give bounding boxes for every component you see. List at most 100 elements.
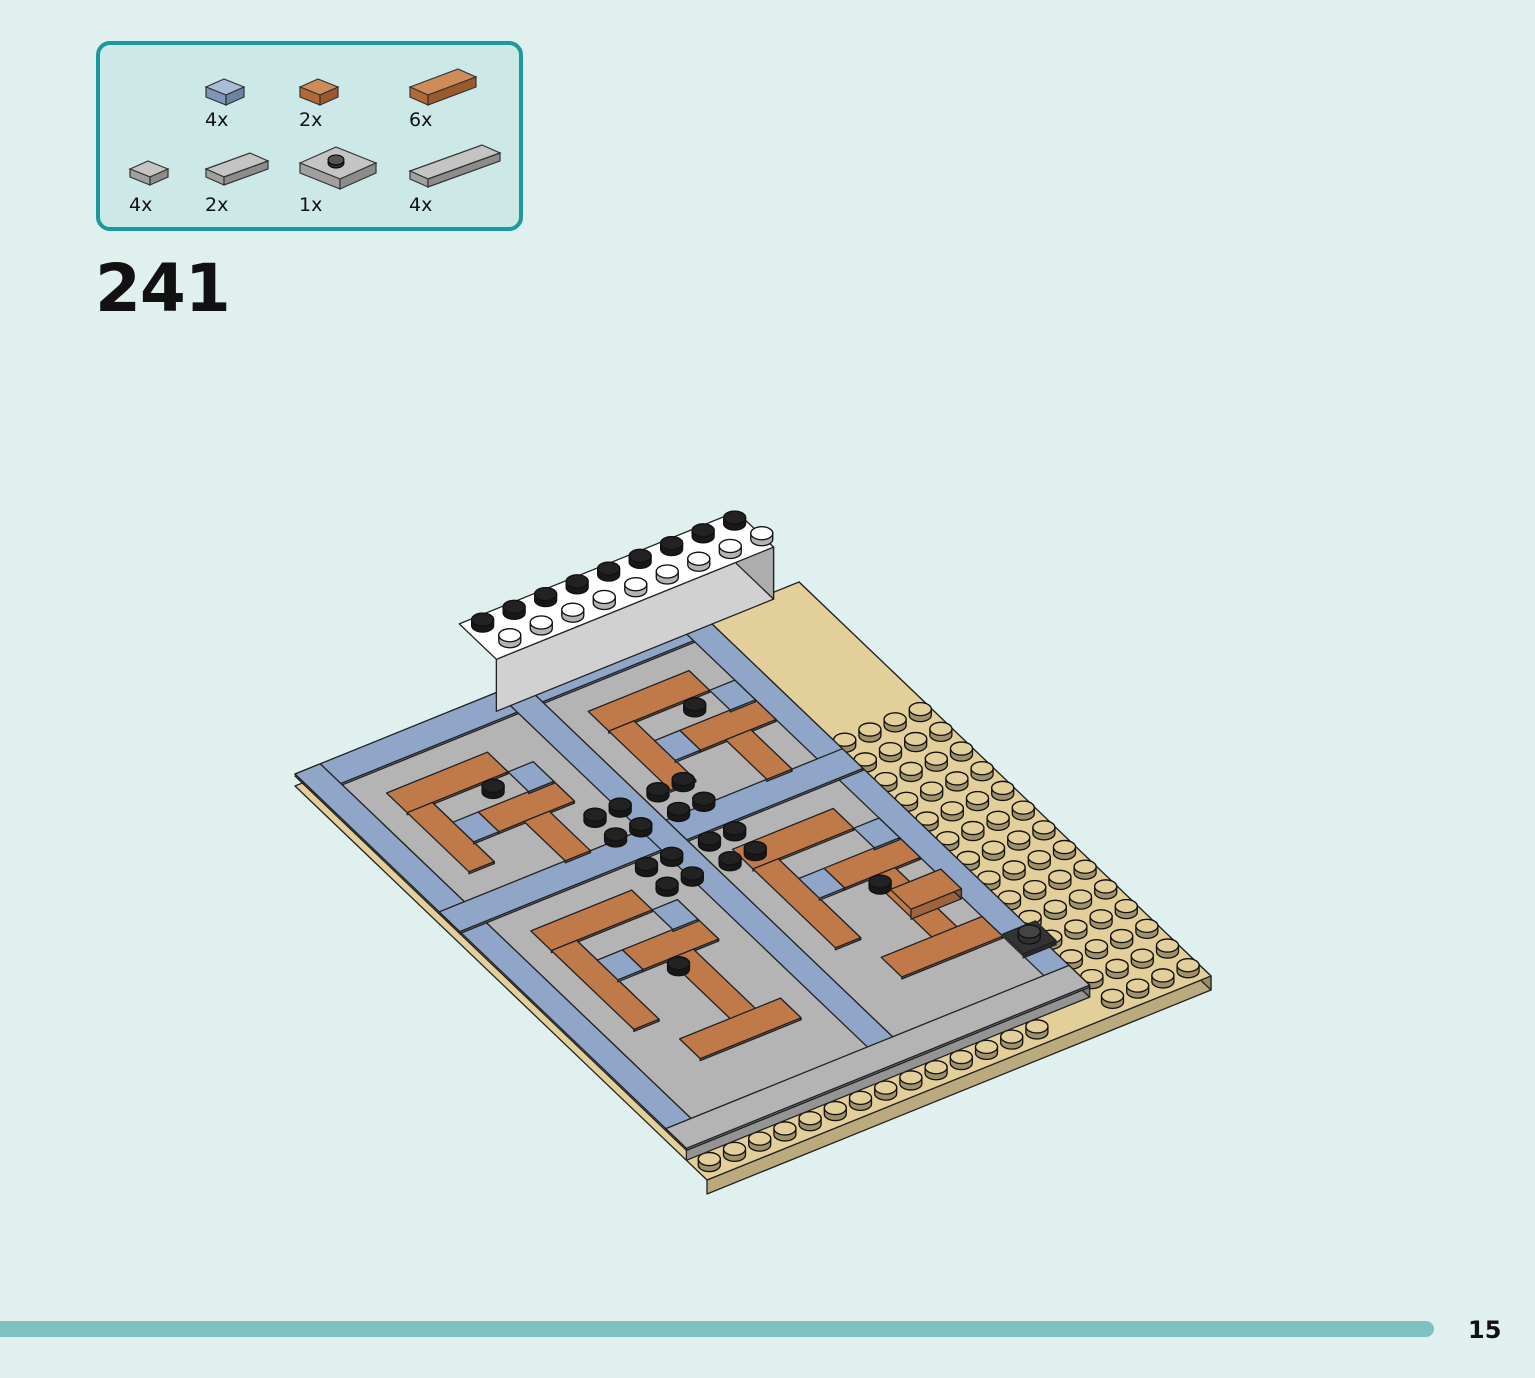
brown-tile [406, 801, 495, 873]
base-stud-top [1043, 899, 1067, 914]
base-stud-top [1130, 948, 1154, 963]
white-brick-stud-back-top [691, 523, 715, 538]
black-stud-top [718, 851, 742, 866]
tile-gray-1x1-icon [128, 160, 170, 186]
base-stud-top [1064, 919, 1088, 934]
base-stud-top [1032, 820, 1056, 835]
black-stud-top [608, 797, 632, 812]
brown-tile [523, 810, 592, 862]
base-stud-top [874, 1080, 898, 1095]
part-qty: 4x [409, 194, 433, 216]
base-stud-top [1114, 899, 1138, 914]
white-brick-stud-front-top [592, 589, 616, 605]
gray-edge-tile [665, 964, 1091, 1149]
tile-gray-1x4-icon [408, 144, 502, 188]
white-brick-stud-front-top [718, 538, 742, 554]
base-stud-top [1100, 988, 1125, 1003]
white-brick-stud-front-top [498, 628, 522, 643]
white-brick-stud-back-top [502, 599, 526, 615]
white-brick-stud-front-top [687, 551, 711, 566]
base-stud-top [945, 771, 969, 786]
black-stud-top [723, 821, 747, 836]
base-stud-top [858, 722, 882, 737]
black-stud-top [646, 782, 670, 797]
base-stud-top [991, 780, 1015, 796]
base-stud-top [1048, 869, 1072, 885]
blue-accent-tile [853, 817, 901, 849]
base-stud-top [1052, 839, 1077, 855]
page-number: 15 [1468, 1316, 1502, 1344]
part-qty: 4x [129, 194, 153, 216]
jumper-stud-top [683, 697, 707, 712]
base-stud-top [773, 1121, 797, 1136]
base-stud-top [904, 731, 928, 747]
white-brick-stud-back-top [470, 612, 495, 627]
step-number: 241 [95, 250, 231, 327]
base-stud-top [1126, 978, 1150, 993]
black-stud-top [743, 840, 767, 856]
base-stud-top [722, 1141, 747, 1156]
base-stud-top [883, 712, 907, 727]
black-stud-top [629, 817, 653, 832]
progress-bar [0, 1321, 1434, 1337]
base-stud-top [1084, 939, 1109, 954]
base-stud-top [1025, 1019, 1049, 1034]
base-stud-top [949, 1049, 973, 1065]
base-stud-top [1007, 830, 1031, 845]
base-stud-top [1176, 958, 1200, 973]
tile-gray-1x2-icon [204, 152, 270, 186]
base-stud-top [1105, 958, 1129, 974]
base-stud-top [1155, 938, 1180, 953]
part-qty: 4x [205, 109, 229, 131]
white-brick-stud-back-top [596, 561, 621, 576]
black-stud-top [671, 771, 695, 787]
white-brick-stud-front-top [750, 526, 774, 541]
white-brick-stud-back-top [659, 535, 684, 551]
base-stud-top [1073, 859, 1097, 874]
tile-brown-1x2-icon [408, 68, 478, 106]
part-qty: 2x [299, 109, 323, 131]
base-stud-top [961, 820, 985, 836]
base-stud-top [1000, 1029, 1024, 1044]
base-stud-top [1023, 880, 1047, 895]
base-stud-top [974, 1039, 999, 1054]
blue-accent-tile [708, 679, 757, 711]
base-stud-top [697, 1151, 721, 1167]
base-stud-top [1151, 968, 1175, 983]
blue-accent-tile [596, 949, 644, 981]
tile-brown-1x1-icon [298, 78, 340, 106]
black-stud-top [697, 831, 722, 846]
black-stud-top [680, 866, 704, 881]
base-stud-top [1002, 860, 1026, 875]
white-brick-stud-back-top [628, 548, 652, 564]
assembly-model-illustration [294, 510, 1212, 1195]
brown-plate [889, 868, 963, 910]
blue-accent-tile [798, 867, 846, 899]
white-brick-stud-back-top [565, 574, 589, 589]
base-stud-top [1089, 909, 1113, 924]
plate-gray-2x2-jumper-icon [298, 146, 378, 190]
blue-accent-tile [452, 811, 500, 843]
brown-tile [880, 915, 1004, 978]
part-qty: 2x [205, 194, 229, 216]
base-stud-top [929, 721, 953, 736]
parts-callout: 4x 2x 6x 4x 2x 1x 4x [96, 41, 523, 231]
base-stud-top [949, 741, 974, 756]
base-stud-top [986, 810, 1010, 825]
white-brick-stud-front-top [655, 564, 679, 579]
base-stud-top [1110, 928, 1134, 944]
blue-accent-tile [651, 898, 699, 931]
base-stud-top [1068, 889, 1093, 904]
black-stud-top [603, 827, 628, 842]
white-brick-stud-back-top [533, 586, 558, 602]
brown-tile [752, 858, 862, 949]
black-stud-top [583, 807, 607, 822]
black-stud-top [655, 876, 679, 891]
base-stud-top [1011, 800, 1035, 815]
base-stud-top [908, 702, 932, 717]
white-brick-stud-front-top [529, 615, 553, 630]
base-stud-top [924, 1060, 948, 1075]
base-stud-top [981, 840, 1006, 855]
base-stud-top [1027, 850, 1051, 865]
black-stud-top [634, 856, 659, 872]
